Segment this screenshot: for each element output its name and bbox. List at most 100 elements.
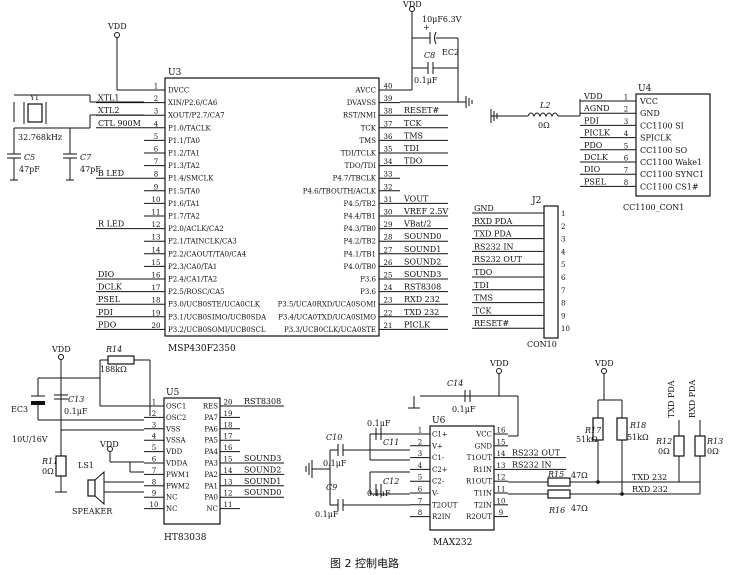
u3-pin-name: P2.0/ACLK/CA2 [168,225,224,233]
u3-pin-number: 20 [152,322,161,330]
c14-ref: C14 [447,379,463,388]
u3-pin-name: P2.3/CA0/TA1 [168,263,217,271]
crystal-value: 32.768kHz [18,133,62,142]
u3-pin-number: 14 [152,246,161,254]
u5-pin-name: PA1 [204,482,218,490]
u3-pin-number: 16 [152,272,161,280]
r13-value: 0Ω [707,447,719,456]
vdd-terminal [601,368,607,374]
u5-pin-name: VSS [165,425,181,433]
c5-value: 47pF [19,165,40,174]
c11-value: 0.1μF [367,419,391,428]
u3-pin-name: P4.2/TB2 [344,238,376,246]
u3-net-label: SOUND3 [404,270,441,279]
r13-body [694,435,706,457]
u6-net-label: RS232 IN [512,460,551,469]
rxd232-label: RXD 232 [632,485,668,494]
u3-net-label: PICLK [404,320,431,329]
u4-body [635,93,711,197]
u3-net-label: RXD 232 [404,295,440,304]
c14-value: 0.1μF [452,405,476,414]
j2-pin-number: 2 [561,223,565,231]
u5-net-label: SOUND0 [244,488,281,497]
u3-net-label: CTL 900M [98,119,141,128]
u3-pin-name: P3.6 [360,276,376,284]
u5-right-pins: 20RESRST830819PA718PA617PA516PA415PA3SOU… [203,397,284,513]
u6-pin-name: R1IN [473,466,492,474]
u6-pin-name: R2IN [432,513,451,521]
u5-pin-number: 20 [224,399,233,407]
vdd-terminal [496,368,502,374]
vdd-terminal [58,354,64,360]
figure-caption: 图 2 控制电路 [330,557,399,570]
u3-right-pins: 40AVCC39DVAVSS38RST/NMIRESET#37TCKTCK36T… [278,83,449,334]
u5-pin-number: 17 [224,433,233,441]
u4-pin-number: 3 [624,118,628,126]
u6-pin-number: 4 [418,462,423,470]
l2-coil [527,112,559,118]
u3-pin-name: P1.0/TACLK [168,124,212,132]
u3-pin-name: P2.4/CA1/TA2 [168,276,217,284]
u3-pin-name: XIN/P2.6/CA6 [168,99,218,107]
u5-pin-name: PA0 [204,494,218,502]
u3-net-label: PDO [98,320,117,329]
u3-pin-number: 37 [384,120,393,128]
u3-pin-number: 3 [154,108,158,116]
r14-value: 188kΩ [100,365,127,374]
l2-ref: L2 [539,101,550,110]
c12-ref: C12 [383,477,399,486]
u3-pin-name: P1.1/TA0 [168,137,200,145]
u3-pin-number: 10 [152,196,161,204]
txd232-label: TXD 232 [632,473,667,482]
u3-net-label: VREF 2.5V [403,207,448,216]
u4-pin-number: 1 [624,94,628,102]
vdd-label: VDD [594,359,614,368]
u3-pin-name: TDO/TDI [345,162,377,170]
c12-value: 0.1μF [367,489,391,498]
u5-pin-number: 5 [152,444,156,452]
u3-net-label: TDI [404,144,419,153]
crystal-ref: Y1 [29,94,39,102]
u4-net-label: PICLK [584,129,611,138]
junction [620,492,624,496]
u4-pin-number: 7 [624,167,628,175]
u5-pin-number: 14 [224,467,233,475]
u5-pin-number: 2 [152,410,156,418]
u5-pin-number: 1 [152,399,156,407]
u3-pin-name: P4.0/TB0 [344,263,376,271]
vdd-label: VDD [402,0,422,9]
u3-pin-number: 5 [154,133,158,141]
u5-pin-number: 11 [224,501,233,509]
u3-pin-number: 31 [384,196,393,204]
r18-body [616,417,628,441]
u3-pin-number: 36 [384,133,393,141]
u5-pin-name: VDD [165,448,183,456]
u6-pin-name: C1+ [432,431,448,439]
u3-pin-number: 33 [384,171,393,179]
u5-pin-name: OSC1 [166,403,186,411]
c10-value: 0.1μF [323,459,347,468]
u3-net-label: XTL1 [98,94,119,103]
u4-part-name: CC1100_CON1 [623,203,684,212]
c10-ref: C10 [326,433,342,442]
u6-pin-name: GND [475,442,493,450]
u6-pin-number: 2 [418,438,422,446]
j2-pin-number: 7 [561,287,565,295]
u3-pin-number: 12 [152,221,161,229]
u6-ref: U6 [432,416,446,426]
u5-pin-name: OSC2 [166,414,186,422]
u5-ref: U5 [166,388,180,398]
r11-value: 0Ω [42,467,54,476]
u3-net-label: SOUND2 [404,257,441,266]
c8-ref: C8 [424,51,435,60]
u4-pin-number: 5 [624,142,628,150]
j2-net-label: RS232 IN [474,242,513,251]
vdd-label: VDD [51,345,71,354]
u3-net-label: RST8308 [404,283,441,292]
u5-pin-number: 4 [152,433,157,441]
